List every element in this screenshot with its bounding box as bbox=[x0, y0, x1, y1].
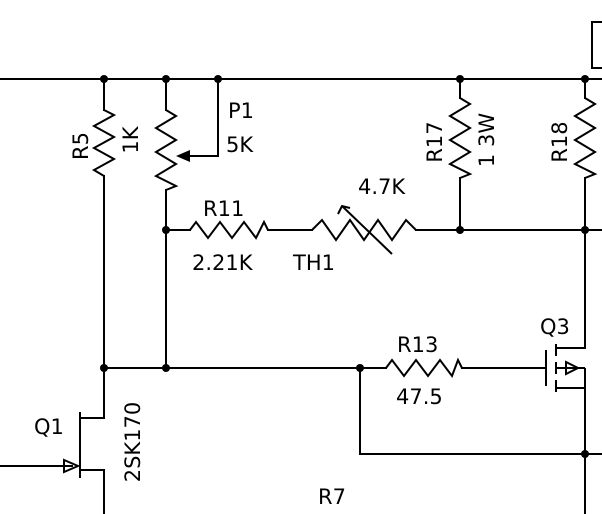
junction-dot bbox=[162, 75, 170, 83]
p1-wiper-wire bbox=[189, 78, 219, 157]
junction-dot bbox=[356, 364, 364, 372]
r13-ref-label: R13 bbox=[397, 333, 438, 357]
r13-value-label: 47.5 bbox=[396, 385, 443, 409]
feedback-wire bbox=[359, 367, 602, 455]
p1-potentiometer-symbol bbox=[153, 109, 179, 191]
p1-value-label: 5K bbox=[226, 133, 254, 157]
r17-value-label: 1 3W bbox=[475, 113, 499, 167]
r5-value-label: 1K bbox=[119, 125, 143, 153]
r18-resistor-symbol bbox=[572, 97, 598, 179]
q1-jfet-symbol bbox=[63, 412, 104, 478]
junction-dot bbox=[214, 75, 222, 83]
junction-dot bbox=[162, 364, 170, 372]
junction-dot bbox=[456, 226, 464, 234]
q3-ref-label: Q3 bbox=[540, 315, 570, 339]
connector-box-edge bbox=[591, 21, 602, 69]
junction-dot bbox=[581, 226, 589, 234]
r5-resistor-symbol bbox=[91, 109, 117, 177]
junction-dot bbox=[581, 75, 589, 83]
p1-ref-label: P1 bbox=[228, 99, 254, 123]
q3-mosfet-symbol bbox=[545, 344, 586, 392]
q1-ref-label: Q1 bbox=[34, 415, 64, 439]
r7-ref-label: R7 bbox=[318, 485, 346, 509]
th1-thermistor-symbol bbox=[311, 218, 417, 242]
th1-ref-label: TH1 bbox=[292, 251, 335, 275]
r11-value-label: 2.21K bbox=[192, 251, 254, 275]
component-labels: R5 1K P1 5K R17 1 3W R18 R11 2.21K 4.7K … bbox=[34, 99, 572, 509]
q3-body-arrow-icon bbox=[565, 360, 581, 376]
q1-part-label: 2SK170 bbox=[121, 402, 145, 483]
p1-wiper-arrow-icon bbox=[176, 150, 190, 162]
junction-dot bbox=[581, 450, 589, 458]
r17-resistor-symbol bbox=[447, 97, 473, 179]
junction-dot bbox=[100, 364, 108, 372]
junctions bbox=[100, 75, 589, 458]
junction-dot bbox=[456, 75, 464, 83]
th1-arrow-icon bbox=[337, 204, 351, 215]
r17-ref-label: R17 bbox=[423, 121, 447, 162]
r13-resistor-symbol bbox=[385, 357, 463, 379]
th1-value-label: 4.7K bbox=[358, 175, 406, 199]
r11-resistor-symbol bbox=[189, 219, 269, 240]
th1-variable-line bbox=[341, 205, 393, 255]
junction-dot bbox=[100, 75, 108, 83]
q1-gate-arrow-icon bbox=[63, 458, 81, 474]
r18-ref-label: R18 bbox=[548, 121, 572, 162]
junction-dot bbox=[162, 226, 170, 234]
r5-ref-label: R5 bbox=[69, 132, 93, 160]
r11-ref-label: R11 bbox=[203, 197, 244, 221]
